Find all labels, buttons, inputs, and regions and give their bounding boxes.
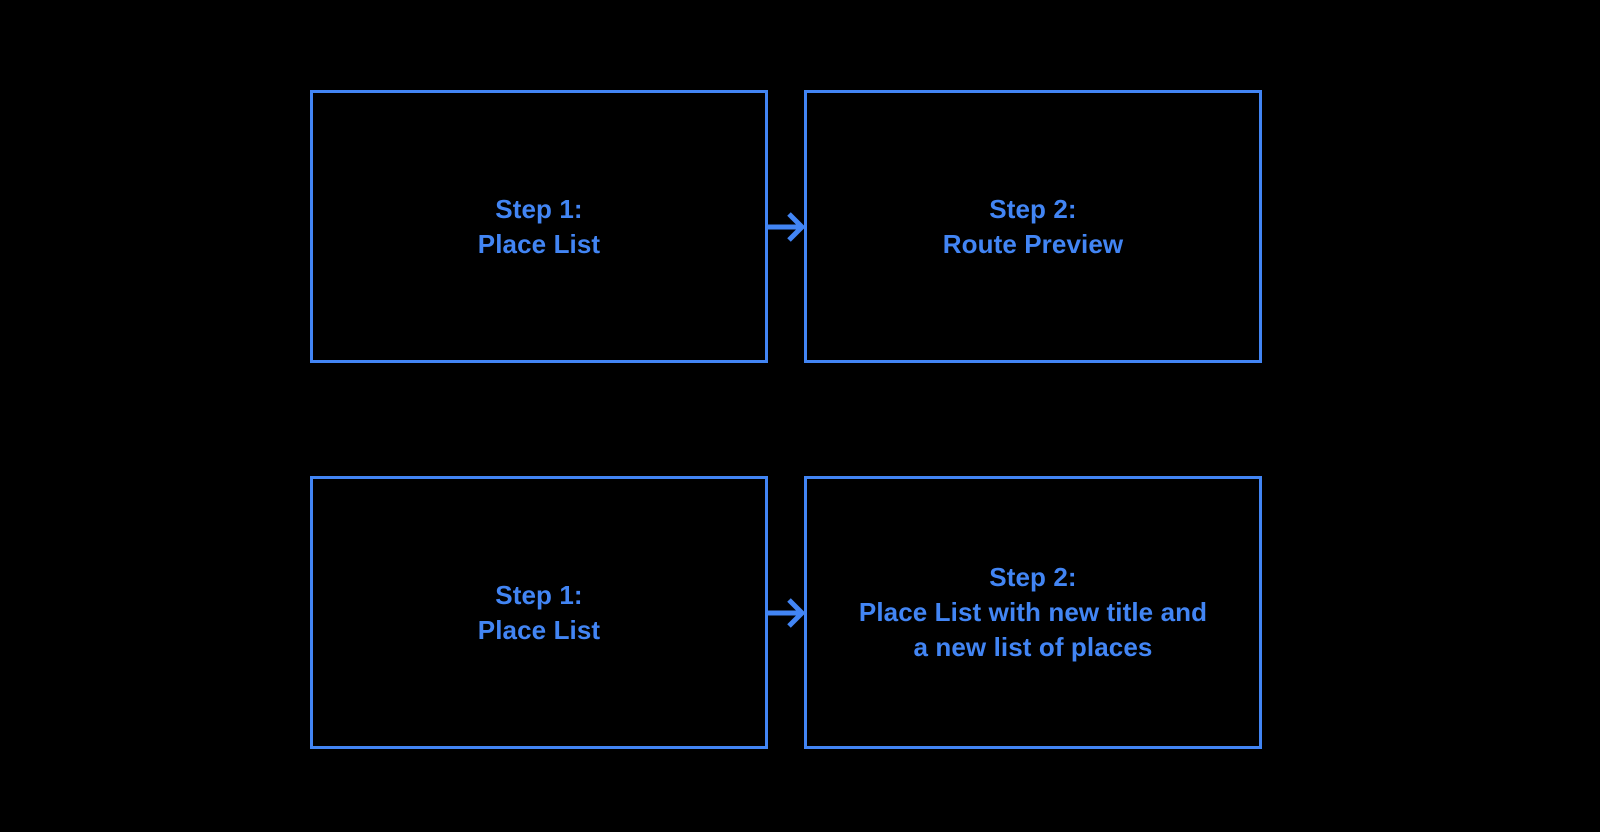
flow-row-1: Step 1: Place List Step 2: Route Preview [310, 90, 1262, 363]
flow-row-2: Step 1: Place List Step 2: Place List wi… [310, 476, 1262, 749]
step-box-row2-from-label: Step 1: Place List [477, 579, 601, 645]
arrow-right-icon [768, 593, 806, 633]
step-box-row2-to-label: Step 2: Place List with new title and a … [858, 562, 1208, 662]
step-box-row1-to[interactable]: Step 2: Route Preview [804, 90, 1262, 363]
step-box-row2-from[interactable]: Step 1: Place List [310, 476, 768, 749]
step-box-row2-to[interactable]: Step 2: Place List with new title and a … [804, 476, 1262, 749]
step-box-row1-to-label: Step 2: Route Preview [942, 193, 1124, 259]
step-box-row1-from[interactable]: Step 1: Place List [310, 90, 768, 363]
arrow-right-icon [768, 207, 806, 247]
step-box-row1-from-label: Step 1: Place List [477, 193, 601, 259]
